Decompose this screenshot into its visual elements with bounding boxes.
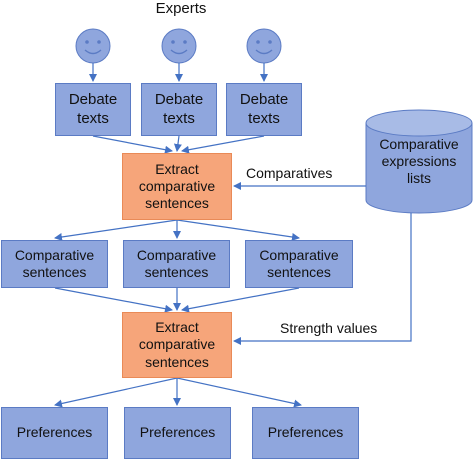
- extract-comparative-sentences-top: Extract comparative sentences: [122, 153, 232, 220]
- strength-values-edge-label: Strength values: [280, 320, 378, 336]
- arrow-debate1-extract: [92, 135, 173, 154]
- debate-texts-box-3: Debate texts: [226, 83, 302, 136]
- expert-smiley-icon-2: [161, 28, 197, 64]
- database-cylinder-icon: [365, 109, 473, 214]
- preferences-box-3: Preferences: [252, 407, 359, 459]
- comparative-sentences-box-2: Comparative sentences: [123, 240, 230, 288]
- comparative-sentences-box-1: Comparative sentences: [1, 240, 108, 288]
- comparatives-edge-label: Comparatives: [246, 165, 333, 181]
- preferences-box-2: Preferences: [124, 407, 231, 459]
- arrow-extract-pref1: [54, 377, 178, 408]
- debate-texts-box-2: Debate texts: [141, 83, 217, 136]
- arrow-debate2-extract: [173, 135, 182, 152]
- arrow-cs1-extract: [54, 287, 173, 313]
- arrow-extract-cs1: [54, 219, 178, 241]
- expert-smiley-icon-1: [75, 28, 111, 64]
- preferences-box-1: Preferences: [1, 407, 108, 459]
- arrow-cs3-extract: [181, 287, 300, 313]
- database-label: Comparative expressions lists: [379, 136, 459, 187]
- debate-texts-box-1: Debate texts: [55, 83, 131, 136]
- arrow-extract-cs3: [176, 219, 300, 241]
- extract-comparative-sentences-bottom: Extract comparative sentences: [122, 312, 232, 378]
- arrow-extract-pref3: [176, 377, 302, 408]
- experts-title: Experts: [155, 0, 207, 17]
- expert-smiley-icon-3: [246, 28, 282, 64]
- arrow-database-strength: [233, 213, 412, 345]
- comparative-sentences-box-3: Comparative sentences: [245, 240, 353, 288]
- arrow-debate3-extract: [181, 135, 265, 154]
